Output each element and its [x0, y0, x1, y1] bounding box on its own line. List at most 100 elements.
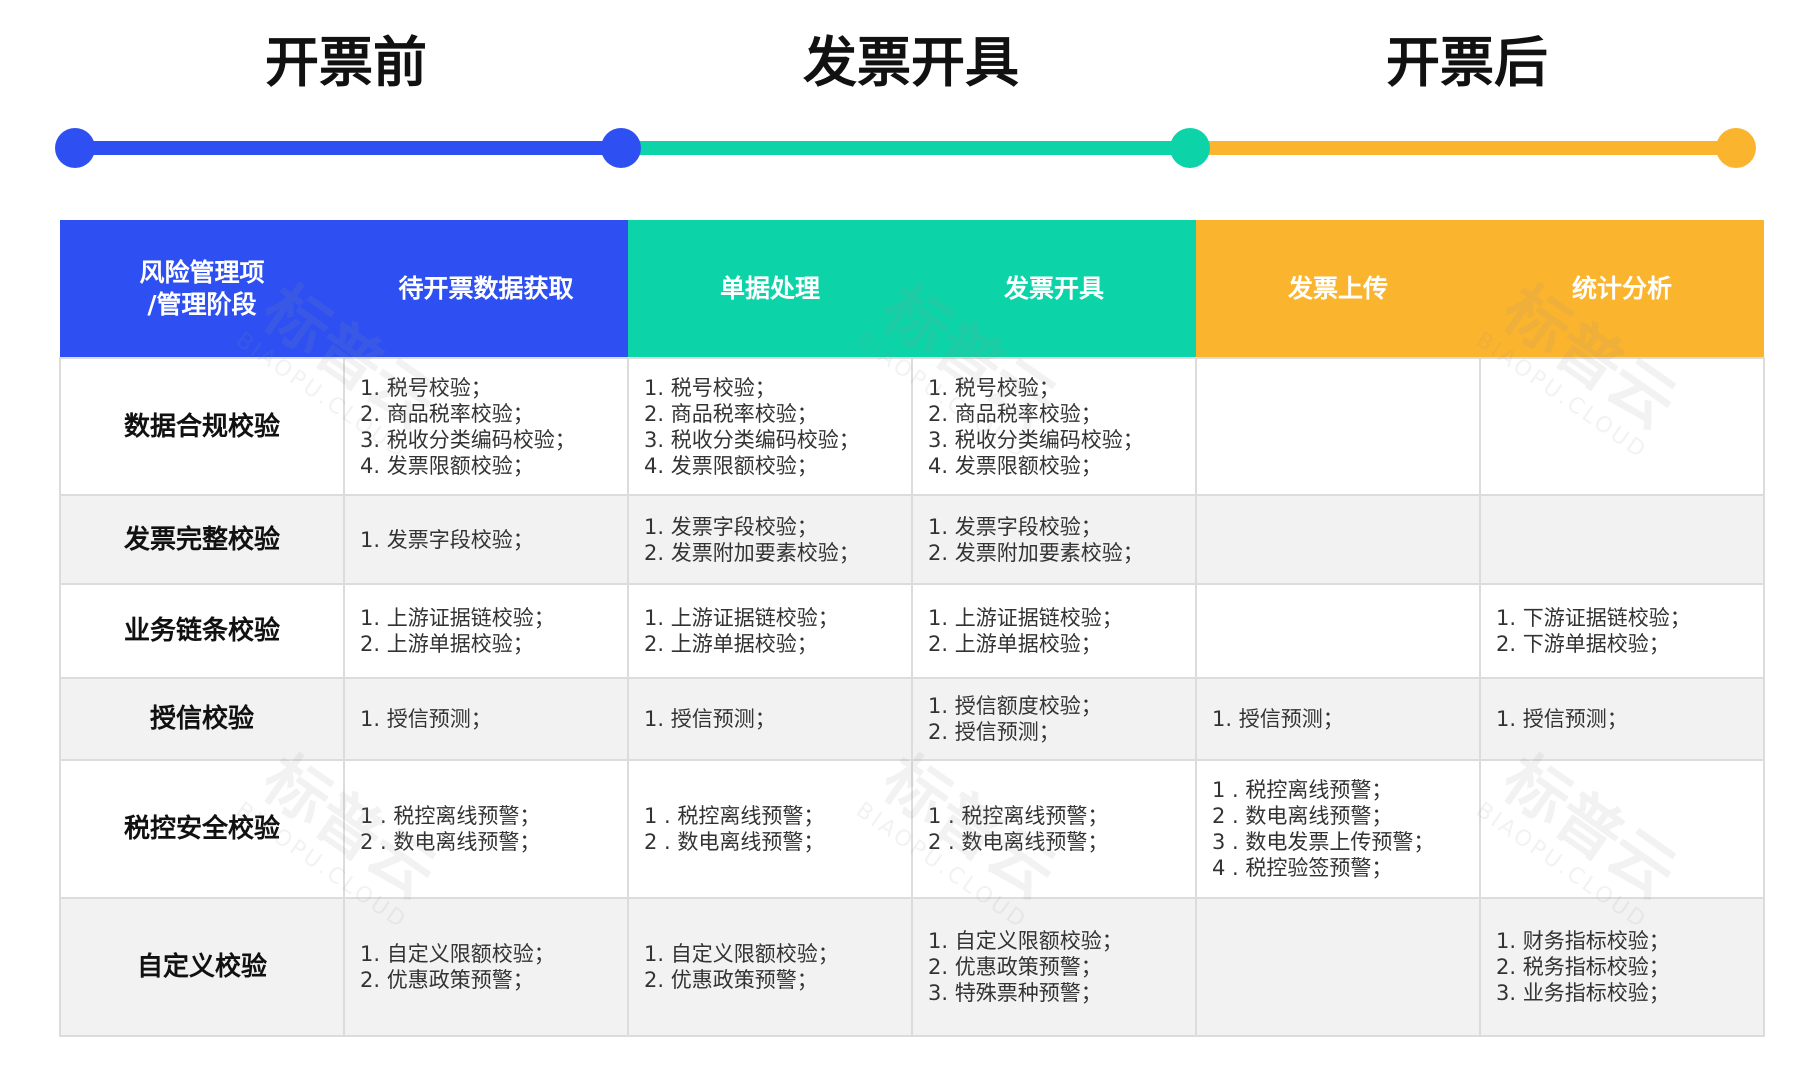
table-cell [1195, 357, 1481, 496]
table-cell: 1. 税号校验；2. 商品税率校验；3. 税收分类编码校验；4. 发票限额校验； [343, 357, 629, 496]
table-cell: 1. 发票字段校验；2. 发票附加要素校验； [627, 494, 913, 585]
cell-item: 2. 商品税率校验； [928, 401, 1102, 426]
cell-item: 2 . 数电离线预警； [644, 830, 825, 854]
corner-header: 风险管理项 /管理阶段 [60, 220, 344, 358]
column-header: 统计分析 [1480, 220, 1764, 358]
row-label: 授信校验 [59, 677, 345, 761]
timeline-segment-issuing [620, 141, 1190, 155]
cell-item: 1. 发票字段校验； [928, 514, 1102, 539]
table-cell: 1. 税号校验；2. 商品税率校验；3. 税收分类编码校验；4. 发票限额校验； [627, 357, 913, 496]
column-header: 单据处理 [628, 220, 912, 358]
table-cell [1195, 897, 1481, 1037]
table-cell [1195, 494, 1481, 585]
table-cell: 1. 上游证据链校验；2. 上游单据校验； [911, 583, 1197, 679]
cell-item: 1 . 税控离线预警； [644, 804, 825, 828]
cell-item: 2. 税务指标校验； [1496, 955, 1670, 979]
table-cell [1479, 494, 1765, 585]
phase-title-before-invoicing: 开票前 [265, 31, 427, 94]
cell-item: 2. 下游单据校验； [1496, 632, 1670, 656]
cell-item: 2. 上游单据校验； [644, 632, 818, 656]
cell-item: 1. 授信预测； [644, 707, 776, 731]
cell-item: 4 . 税控验签预警； [1212, 856, 1393, 880]
table-cell: 1. 授信预测； [343, 677, 629, 761]
row-label: 业务链条校验 [59, 583, 345, 679]
cell-item: 3. 税收分类编码校验； [360, 427, 576, 452]
cell-item: 1. 授信预测； [360, 707, 492, 731]
cell-item: 2 . 数电离线预警； [360, 830, 541, 854]
cell-item: 2 . 数电离线预警； [928, 830, 1109, 854]
table-cell: 1. 税号校验；2. 商品税率校验；3. 税收分类编码校验；4. 发票限额校验； [911, 357, 1197, 496]
timeline-dot [1170, 128, 1210, 168]
table-cell: 1 . 税控离线预警；2 . 数电离线预警； [343, 759, 629, 899]
phase-title-invoice-issuing: 发票开具 [803, 31, 1019, 94]
cell-item: 1. 发票字段校验； [360, 527, 534, 552]
cell-item: 3 . 数电发票上传预警； [1212, 830, 1435, 854]
table-cell: 1. 授信预测； [627, 677, 913, 761]
table-cell: 1. 自定义限额校验；2. 优惠政策预警；3. 特殊票种预警； [911, 897, 1197, 1037]
table-cell: 1. 授信预测； [1195, 677, 1481, 761]
cell-item: 3. 税收分类编码校验； [644, 427, 860, 452]
timeline-dot [55, 128, 95, 168]
table-cell: 1. 发票字段校验；2. 发票附加要素校验； [911, 494, 1197, 585]
table-cell: 1. 下游证据链校验；2. 下游单据校验； [1479, 583, 1765, 679]
cell-item: 1. 税号校验； [928, 375, 1060, 400]
cell-item: 2. 发票附加要素校验； [928, 540, 1144, 565]
phase-title-after-invoicing: 开票后 [1386, 31, 1548, 94]
cell-item: 1. 财务指标校验； [1496, 929, 1670, 953]
cell-item: 2. 商品税率校验； [360, 401, 534, 426]
table-cell: 1 . 税控离线预警；2 . 数电离线预警； [627, 759, 913, 899]
cell-item: 1 . 税控离线预警； [928, 804, 1109, 828]
table-cell: 1. 发票字段校验； [343, 494, 629, 585]
cell-item: 4. 发票限额校验； [644, 453, 818, 478]
row-label: 税控安全校验 [59, 759, 345, 899]
cell-item: 2 . 数电离线预警； [1212, 804, 1393, 828]
cell-item: 3. 特殊票种预警； [928, 981, 1102, 1005]
table-row: 授信校验 1. 授信预测； 1. 授信预测； 1. 授信额度校验；2. 授信预测； 1.… [59, 677, 1765, 761]
cell-item: 1. 上游证据链校验； [360, 606, 555, 630]
row-label: 数据合规校验 [59, 357, 345, 496]
timeline-segment-after [1190, 141, 1735, 155]
row-label: 自定义校验 [59, 897, 345, 1037]
table-cell: 1. 上游证据链校验；2. 上游单据校验； [627, 583, 913, 679]
timeline-dot [1716, 128, 1756, 168]
table-cell: 1. 自定义限额校验；2. 优惠政策预警； [343, 897, 629, 1037]
column-header: 发票上传 [1196, 220, 1480, 358]
cell-item: 2. 优惠政策预警； [644, 968, 818, 992]
table-cell: 1. 上游证据链校验；2. 上游单据校验； [343, 583, 629, 679]
table-cell: 1 . 税控离线预警；2 . 数电离线预警； [911, 759, 1197, 899]
cell-item: 1. 授信预测； [1212, 707, 1344, 731]
row-label: 发票完整校验 [59, 494, 345, 585]
corner-header-line1: 风险管理项 [139, 257, 265, 287]
timeline-dot [601, 128, 641, 168]
risk-matrix-table: 风险管理项 /管理阶段 待开票数据获取 单据处理 发票开具 发票上传 统计分析 … [59, 220, 1765, 1037]
table-cell: 1. 授信预测； [1479, 677, 1765, 761]
cell-item: 2. 授信预测； [928, 720, 1060, 744]
cell-item: 1. 自定义限额校验； [644, 942, 839, 966]
cell-item: 1. 自定义限额校验； [928, 929, 1123, 953]
table-cell [1479, 357, 1765, 496]
table-cell [1195, 583, 1481, 679]
column-header: 待开票数据获取 [344, 220, 628, 358]
cell-item: 1. 上游证据链校验； [644, 606, 839, 630]
cell-item: 1. 上游证据链校验； [928, 606, 1123, 630]
table-header-row: 风险管理项 /管理阶段 待开票数据获取 单据处理 发票开具 发票上传 统计分析 [60, 220, 1764, 358]
table-cell: 1. 授信额度校验；2. 授信预测； [911, 677, 1197, 761]
table-cell: 1. 自定义限额校验；2. 优惠政策预警； [627, 897, 913, 1037]
cell-item: 1. 下游证据链校验； [1496, 606, 1691, 630]
cell-item: 2. 优惠政策预警； [360, 968, 534, 992]
cell-item: 2. 优惠政策预警； [928, 955, 1102, 979]
cell-item: 1. 发票字段校验； [644, 514, 818, 539]
cell-item: 1. 税号校验； [360, 375, 492, 400]
cell-item: 2. 上游单据校验； [360, 632, 534, 656]
table-cell [1479, 759, 1765, 899]
column-header: 发票开具 [912, 220, 1196, 358]
cell-item: 1 . 税控离线预警； [1212, 778, 1393, 802]
timeline-segment-before [75, 141, 620, 155]
cell-item: 1. 税号校验； [644, 375, 776, 400]
cell-item: 1. 自定义限额校验； [360, 942, 555, 966]
cell-item: 2. 商品税率校验； [644, 401, 818, 426]
